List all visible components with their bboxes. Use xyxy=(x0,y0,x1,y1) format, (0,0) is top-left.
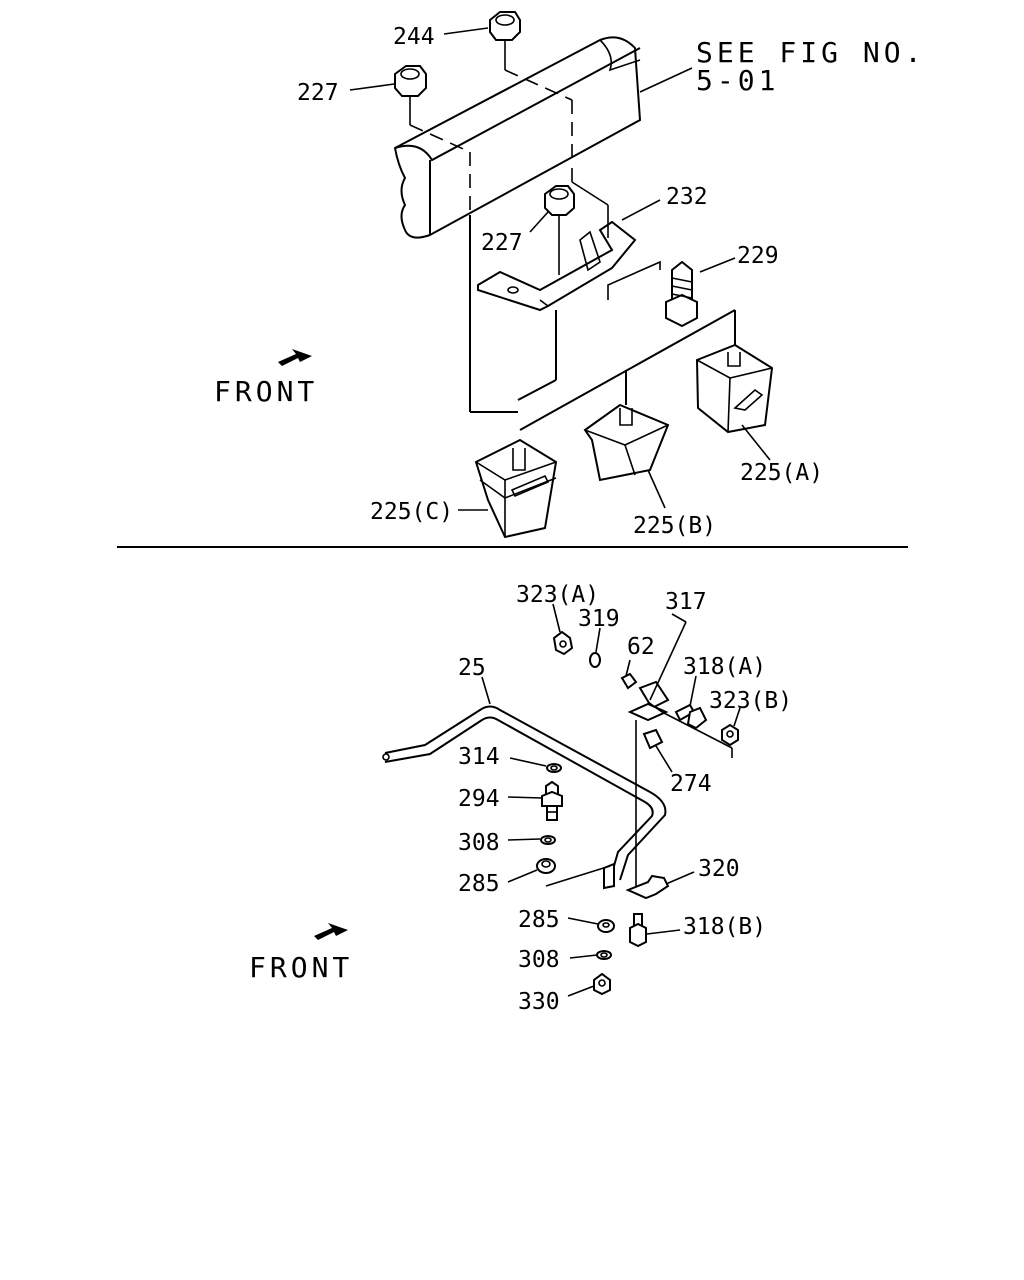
label-244: 244 xyxy=(393,24,435,50)
label-308-upper: 308 xyxy=(458,830,500,856)
label-318b: 318(B) xyxy=(683,914,766,940)
bushing-274 xyxy=(642,728,664,750)
frame-rail xyxy=(393,36,693,239)
label-318a: 318(A) xyxy=(683,654,766,680)
label-319: 319 xyxy=(578,606,620,632)
front-label-lower: FRONT xyxy=(249,951,353,984)
nut-323b xyxy=(721,723,739,747)
nut-244 xyxy=(489,11,573,160)
nut-227-lower xyxy=(544,185,575,275)
label-229: 229 xyxy=(737,243,779,269)
label-225a: 225(A) xyxy=(740,460,823,486)
clamp-320 xyxy=(625,874,670,900)
label-330: 330 xyxy=(518,989,560,1015)
battery-225b xyxy=(583,403,670,482)
bushing-285-lower xyxy=(597,919,615,933)
label-285-lower: 285 xyxy=(518,907,560,933)
nut-323a xyxy=(552,630,574,656)
label-323b: 323(B) xyxy=(709,688,792,714)
bolt-229 xyxy=(519,260,736,431)
label-323a: 323(A) xyxy=(516,582,599,608)
nut-227-upper xyxy=(394,65,471,210)
label-62: 62 xyxy=(627,634,655,660)
battery-225c xyxy=(474,438,558,539)
bolt-318a xyxy=(674,703,708,730)
label-320: 320 xyxy=(698,856,740,882)
link-assembly-317 xyxy=(620,672,733,888)
label-225b: 225(B) xyxy=(633,513,716,539)
front-arrow-icon-upper xyxy=(278,349,312,366)
upper-leaders xyxy=(349,27,771,511)
label-232: 232 xyxy=(666,184,708,210)
bolt-294 xyxy=(541,780,563,821)
stabilizer-bar-25 xyxy=(382,705,667,890)
see-fig-number: 5-01 xyxy=(696,64,779,97)
battery-225a xyxy=(695,343,774,434)
lower-leaders xyxy=(481,603,741,997)
nut-330 xyxy=(593,972,611,996)
upper-assembly: 244 227 SEE FIG NO. 5-01 227 232 229 FRO… xyxy=(214,11,925,539)
bracket-232 xyxy=(477,168,637,312)
label-308-lower: 308 xyxy=(518,947,560,973)
label-227-upper: 227 xyxy=(297,80,339,106)
label-227-lower: 227 xyxy=(481,230,523,256)
washer-319 xyxy=(589,652,601,668)
label-25: 25 xyxy=(458,655,486,681)
bolt-318b xyxy=(629,913,647,948)
front-label-upper: FRONT xyxy=(214,375,318,408)
label-285-upper: 285 xyxy=(458,871,500,897)
label-314: 314 xyxy=(458,744,500,770)
label-317: 317 xyxy=(665,589,707,615)
washer-308-upper xyxy=(540,835,556,845)
label-274: 274 xyxy=(670,771,712,797)
see-fig-label: SEE FIG NO. xyxy=(696,36,925,69)
bushing-285-upper xyxy=(536,858,611,887)
front-arrow-icon-lower xyxy=(314,923,348,940)
washer-308-lower xyxy=(596,950,612,960)
lower-assembly: 323(A) 319 317 62 318(A) 323(B) 25 314 2… xyxy=(249,582,792,1015)
label-294: 294 xyxy=(458,786,500,812)
label-225c: 225(C) xyxy=(370,499,453,525)
washer-314 xyxy=(546,763,562,773)
